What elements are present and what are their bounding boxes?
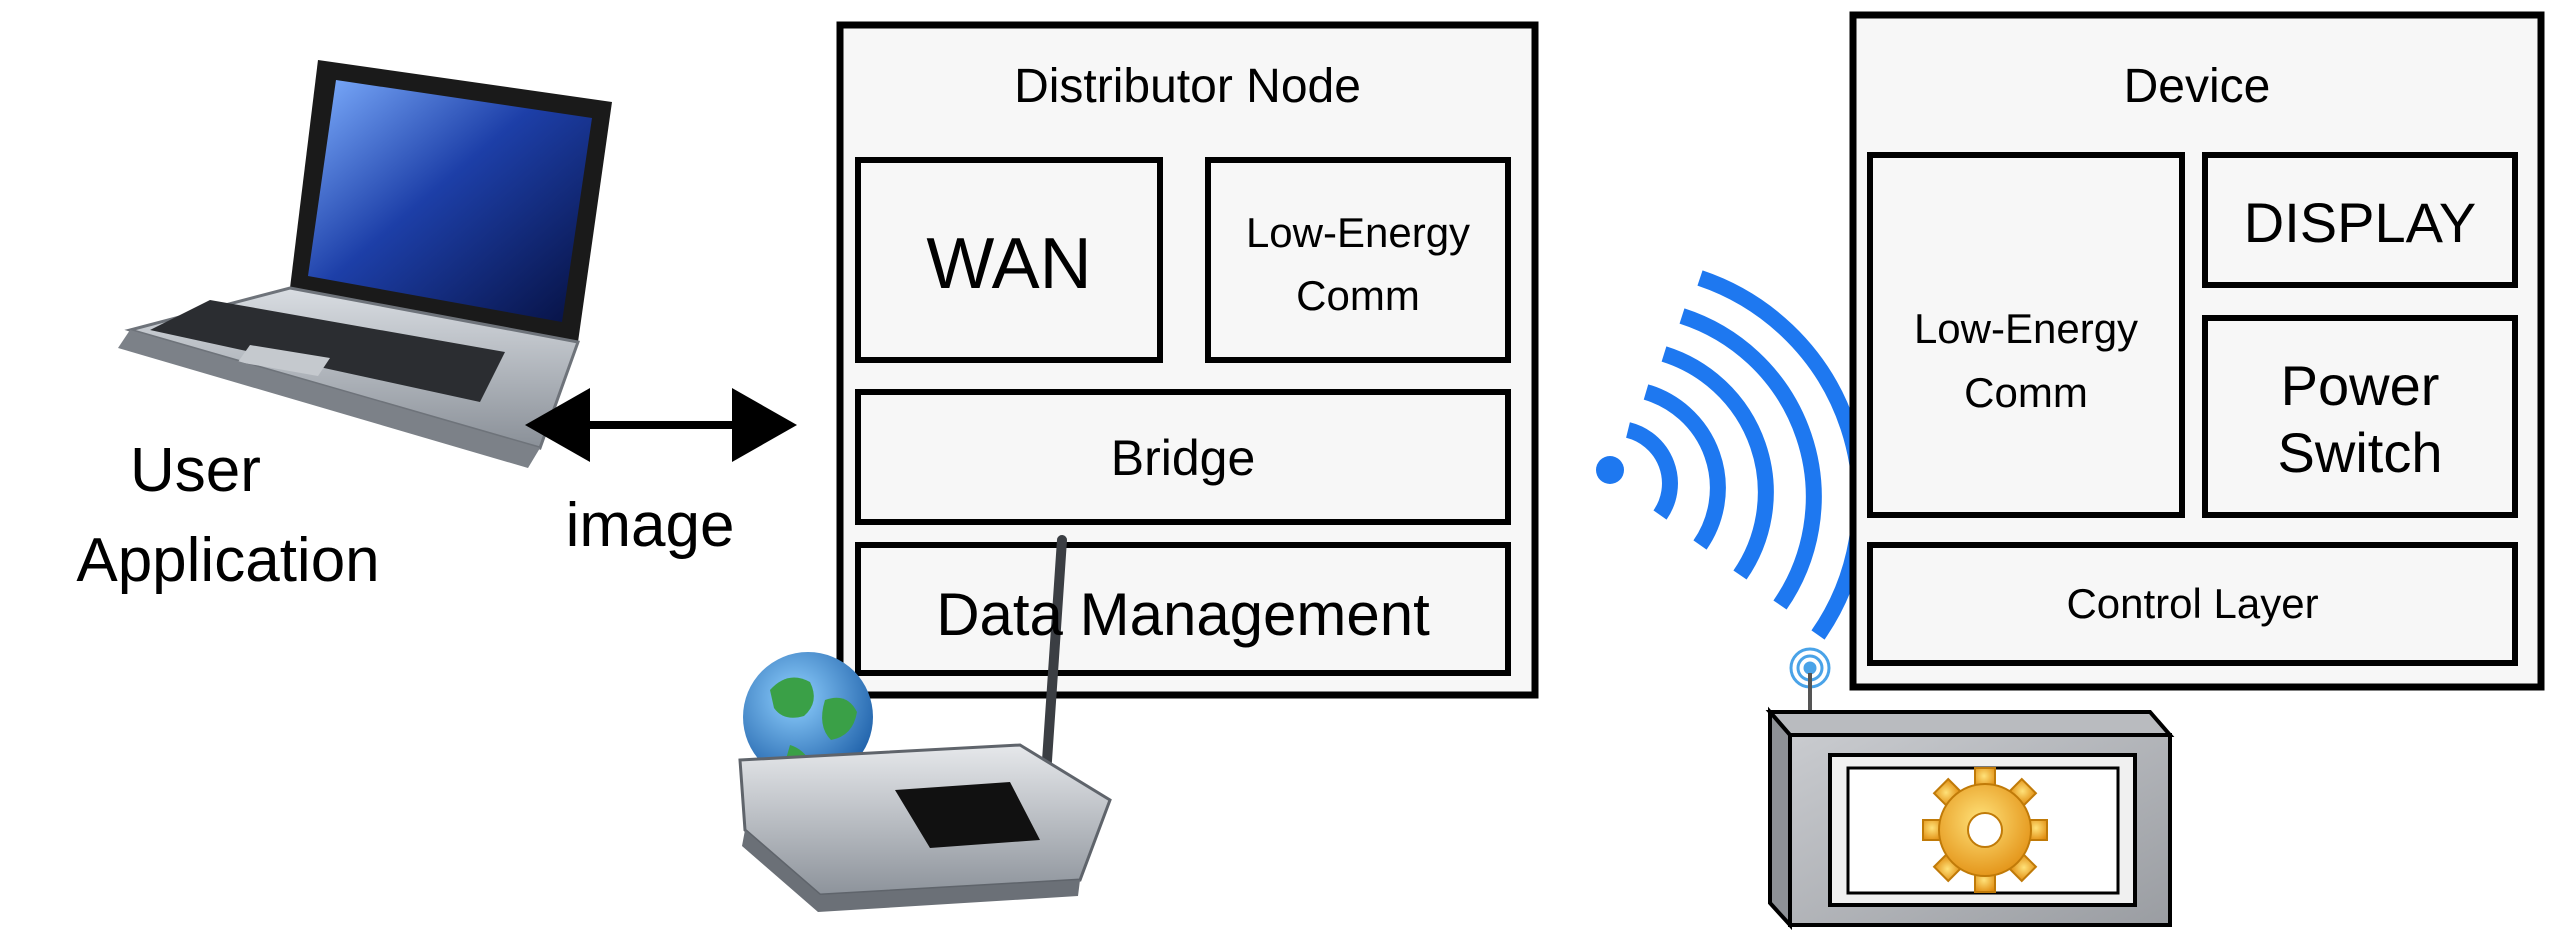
dist-lowenergy-label-line1: Low-Energy	[1245, 209, 1471, 256]
dist-lowenergy-box	[1205, 157, 1511, 363]
data-management-box	[855, 542, 1511, 676]
globe-icon	[743, 652, 873, 782]
arrow-label: image	[565, 491, 735, 560]
wifi-signal-icon	[1596, 270, 1869, 640]
control-layer-box	[1867, 542, 2518, 666]
control-layer-label: Control Layer	[2066, 580, 2319, 627]
power-switch-label-line1: Power	[2280, 354, 2440, 417]
device-lowenergy-box	[1867, 152, 2185, 518]
wan-label: WAN	[926, 224, 1092, 304]
display-box	[2202, 152, 2518, 288]
power-switch-box	[2202, 315, 2518, 518]
user-application-label-line2: Application	[76, 526, 380, 595]
dist-lowenergy-label-line2: Comm	[1296, 272, 1420, 319]
device-lowenergy-label-line2: Comm	[1964, 369, 2088, 416]
antenna-signal-icon	[1789, 647, 1831, 712]
display-label: DISPLAY	[2243, 191, 2477, 254]
data-management-label: Data Management	[936, 581, 1430, 648]
gear-icon	[1922, 767, 2048, 893]
laptop-icon	[118, 60, 612, 468]
device-title: Device	[2123, 60, 2271, 113]
device-box	[1849, 11, 2545, 691]
bridge-box	[855, 389, 1511, 525]
bridge-label: Bridge	[1110, 430, 1256, 486]
wan-box	[855, 157, 1163, 363]
distributor-node-title: Distributor Node	[1014, 60, 1361, 113]
hardware-device-icon	[1765, 706, 2175, 931]
bidirectional-arrow-icon	[525, 388, 797, 462]
user-application-label-line1: User	[130, 436, 261, 505]
device-lowenergy-label-line1: Low-Energy	[1913, 305, 2139, 352]
router-icon	[738, 535, 1112, 912]
power-switch-label-line2: Switch	[2277, 421, 2443, 484]
distributor-node-box	[836, 21, 1539, 699]
